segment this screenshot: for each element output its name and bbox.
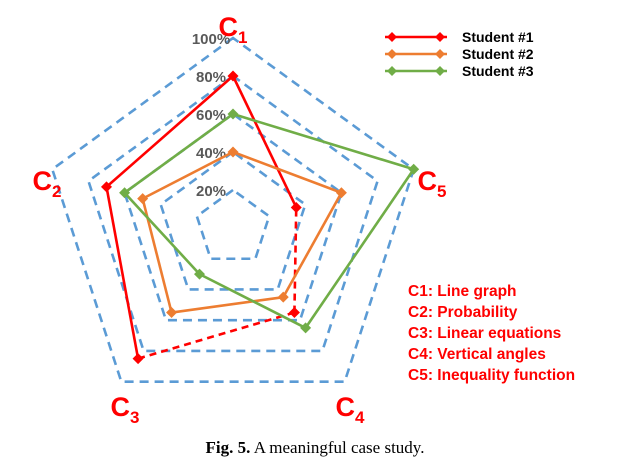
data-point xyxy=(288,307,300,319)
legend-item: Student #1 xyxy=(385,29,534,45)
series-line-segment xyxy=(142,150,234,200)
data-point xyxy=(137,193,149,205)
series-line-segment xyxy=(123,112,234,194)
legend-label: Student #1 xyxy=(462,29,534,45)
legend-label: Student #3 xyxy=(462,63,534,79)
data-point xyxy=(193,268,205,280)
criteria-item: C1: Line graph xyxy=(408,283,517,300)
tick-label: 40% xyxy=(196,145,226,162)
legend-marker xyxy=(435,49,445,59)
data-point xyxy=(101,181,113,193)
series-line-segment xyxy=(282,192,343,298)
criteria-item: C2: Probability xyxy=(408,304,518,321)
series-line-segment xyxy=(198,272,307,330)
series-2 xyxy=(137,146,347,319)
series-line-segment xyxy=(105,186,140,359)
series-line-segment xyxy=(105,75,234,188)
grid-ring-5 xyxy=(50,36,416,384)
axis-label-c2: C2 xyxy=(33,166,62,201)
data-point xyxy=(300,322,312,334)
tick-label: 60% xyxy=(196,107,226,124)
legend-item: Student #3 xyxy=(385,63,534,79)
series-1 xyxy=(101,70,302,365)
series-line-segment xyxy=(304,168,415,329)
figure-caption: Fig. 5. A meaningful case study. xyxy=(0,438,630,458)
data-point xyxy=(277,291,289,303)
tick-label: 100% xyxy=(192,31,230,48)
data-point xyxy=(166,307,178,319)
series-line-segment xyxy=(171,295,284,314)
criteria-item: C4: Vertical angles xyxy=(408,346,546,363)
legend-marker xyxy=(435,32,445,42)
grid-ring-2 xyxy=(159,150,307,291)
data-point xyxy=(227,146,239,158)
grid-ring-1 xyxy=(195,188,271,261)
data-point xyxy=(408,163,420,175)
data-point xyxy=(132,353,144,365)
criteria-item: C5: Inequality function xyxy=(408,367,575,384)
legend-marker xyxy=(387,49,397,59)
criteria-item: C3: Linear equations xyxy=(408,325,561,342)
legend-item: Student #2 xyxy=(385,46,534,62)
legend-label: Student #2 xyxy=(462,46,534,62)
axis-label-c1: C1 xyxy=(219,12,248,47)
series-line-segment xyxy=(231,75,298,209)
series-line-segment xyxy=(293,207,298,313)
data-point xyxy=(227,108,239,120)
series-line-segment xyxy=(232,112,415,171)
caption-text: A meaningful case study. xyxy=(253,438,425,457)
series-line-segment xyxy=(137,311,295,360)
series-line-segment xyxy=(123,191,201,275)
data-point xyxy=(227,70,239,82)
data-point xyxy=(119,187,131,199)
axis-label-c5: C5 xyxy=(418,166,447,201)
series-line-segment xyxy=(232,150,342,194)
series-3 xyxy=(119,108,420,334)
caption-label: Fig. 5. xyxy=(205,438,251,457)
data-point xyxy=(335,187,347,199)
legend-marker xyxy=(387,66,397,76)
tick-label-layer: 20% 40% 60% 80% 100% xyxy=(192,31,230,200)
series-layer xyxy=(101,70,420,365)
grid-ring-3 xyxy=(123,112,343,322)
legend-marker xyxy=(387,32,397,42)
axis-label-c4: C4 xyxy=(336,392,366,427)
tick-label: 20% xyxy=(196,183,226,200)
data-point xyxy=(290,201,302,213)
legend-marker xyxy=(435,66,445,76)
axis-label-c3: C3 xyxy=(111,392,140,427)
tick-label: 80% xyxy=(196,69,226,86)
